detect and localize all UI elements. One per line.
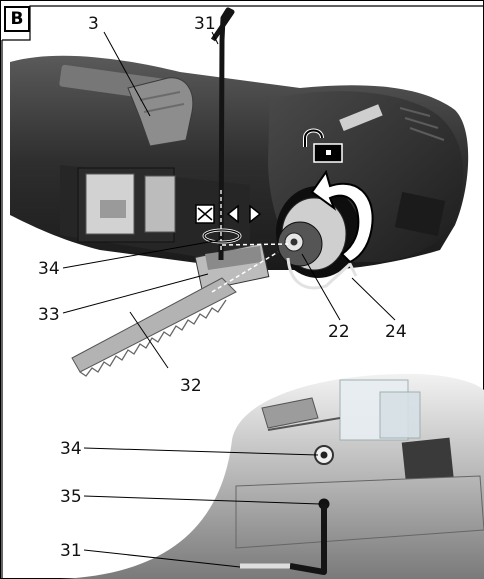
callout-22: 22	[328, 322, 350, 342]
detail-inset	[60, 373, 484, 579]
hex-key-top	[210, 7, 235, 261]
callout-34-inset: 34	[60, 439, 82, 459]
multitool-body	[10, 55, 469, 271]
callout-33: 33	[38, 305, 60, 325]
callout-31-top: 31	[194, 14, 216, 34]
inner-border	[2, 5, 483, 41]
saw-blade	[71, 242, 270, 377]
unlocked-padlock-icon	[303, 128, 343, 163]
curved-arrow-icon	[310, 169, 374, 264]
callout-35: 35	[60, 487, 82, 507]
leader-lines	[62, 31, 396, 568]
callout-32: 32	[180, 376, 202, 396]
alignment-arrows-icon	[195, 204, 262, 244]
callout-34-top: 34	[38, 259, 60, 279]
callout-31-inset: 31	[60, 541, 82, 561]
callout-24: 24	[385, 322, 407, 342]
panel-label: B	[4, 6, 30, 32]
callout-3: 3	[88, 14, 99, 34]
clamp-ring	[276, 186, 360, 290]
